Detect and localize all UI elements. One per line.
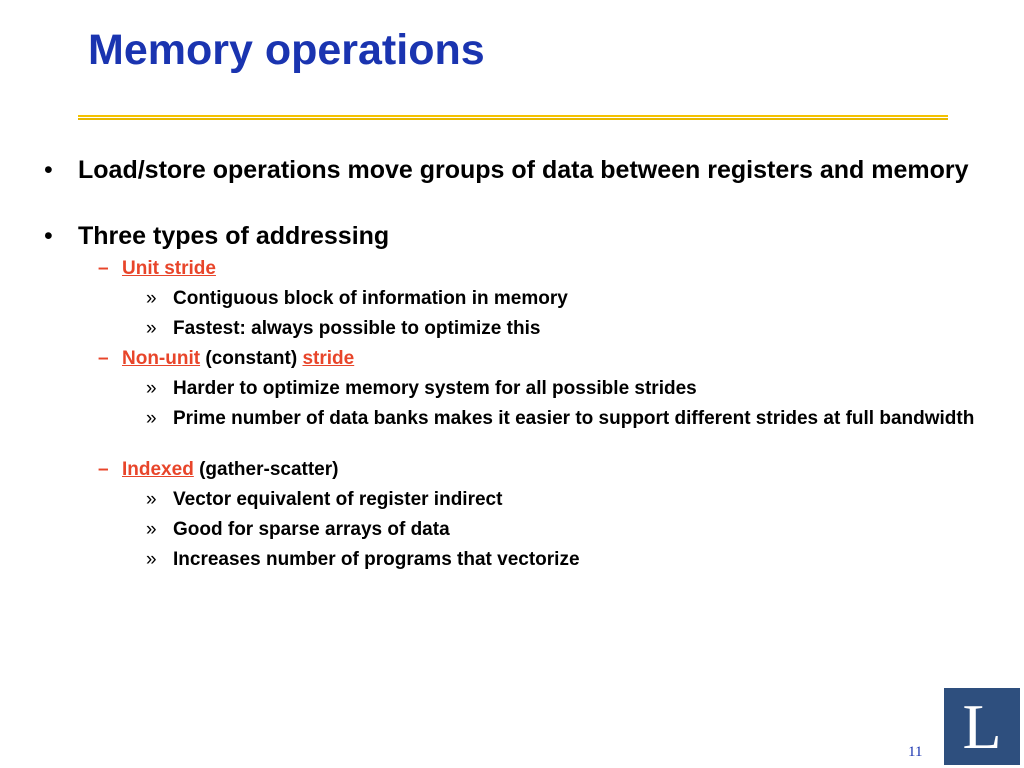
slide-title: Memory operations (88, 26, 485, 74)
indexed-item-1: Vector equivalent of register indirect (146, 489, 983, 510)
indexed-rest: (gather-scatter) (193, 459, 339, 480)
bullet-addressing-types: Three types of addressing (44, 222, 998, 250)
indexed-item-3: Increases number of programs that vector… (146, 549, 983, 570)
sub-indexed: Indexed (gather-scatter) (98, 458, 1002, 481)
nonunit-item-2: Prime number of data banks makes it easi… (146, 408, 983, 429)
indexed-link[interactable]: Indexed (122, 459, 194, 480)
non-unit-link[interactable]: Non-unit (122, 348, 201, 369)
sub-non-unit-stride: Non-unit (constant) stride (98, 347, 1002, 370)
non-unit-middle: (constant) (200, 348, 303, 369)
bullet-load-store: Load/store operations move groups of dat… (44, 156, 998, 184)
sub-unit-stride: Unit stride (98, 257, 1002, 280)
unit-item-2: Fastest: always possible to optimize thi… (146, 318, 983, 339)
nonunit-item-1: Harder to optimize memory system for all… (146, 378, 983, 399)
unit-item-1: Contiguous block of information in memor… (146, 288, 983, 309)
university-logo: L (944, 688, 1020, 765)
indexed-item-2: Good for sparse arrays of data (146, 519, 983, 540)
logo-letter: L (962, 691, 1002, 762)
page-number: 11 (908, 744, 923, 760)
title-divider (78, 115, 948, 120)
stride-link[interactable]: stride (302, 348, 355, 369)
unit-stride-link[interactable]: Unit stride (122, 258, 216, 279)
